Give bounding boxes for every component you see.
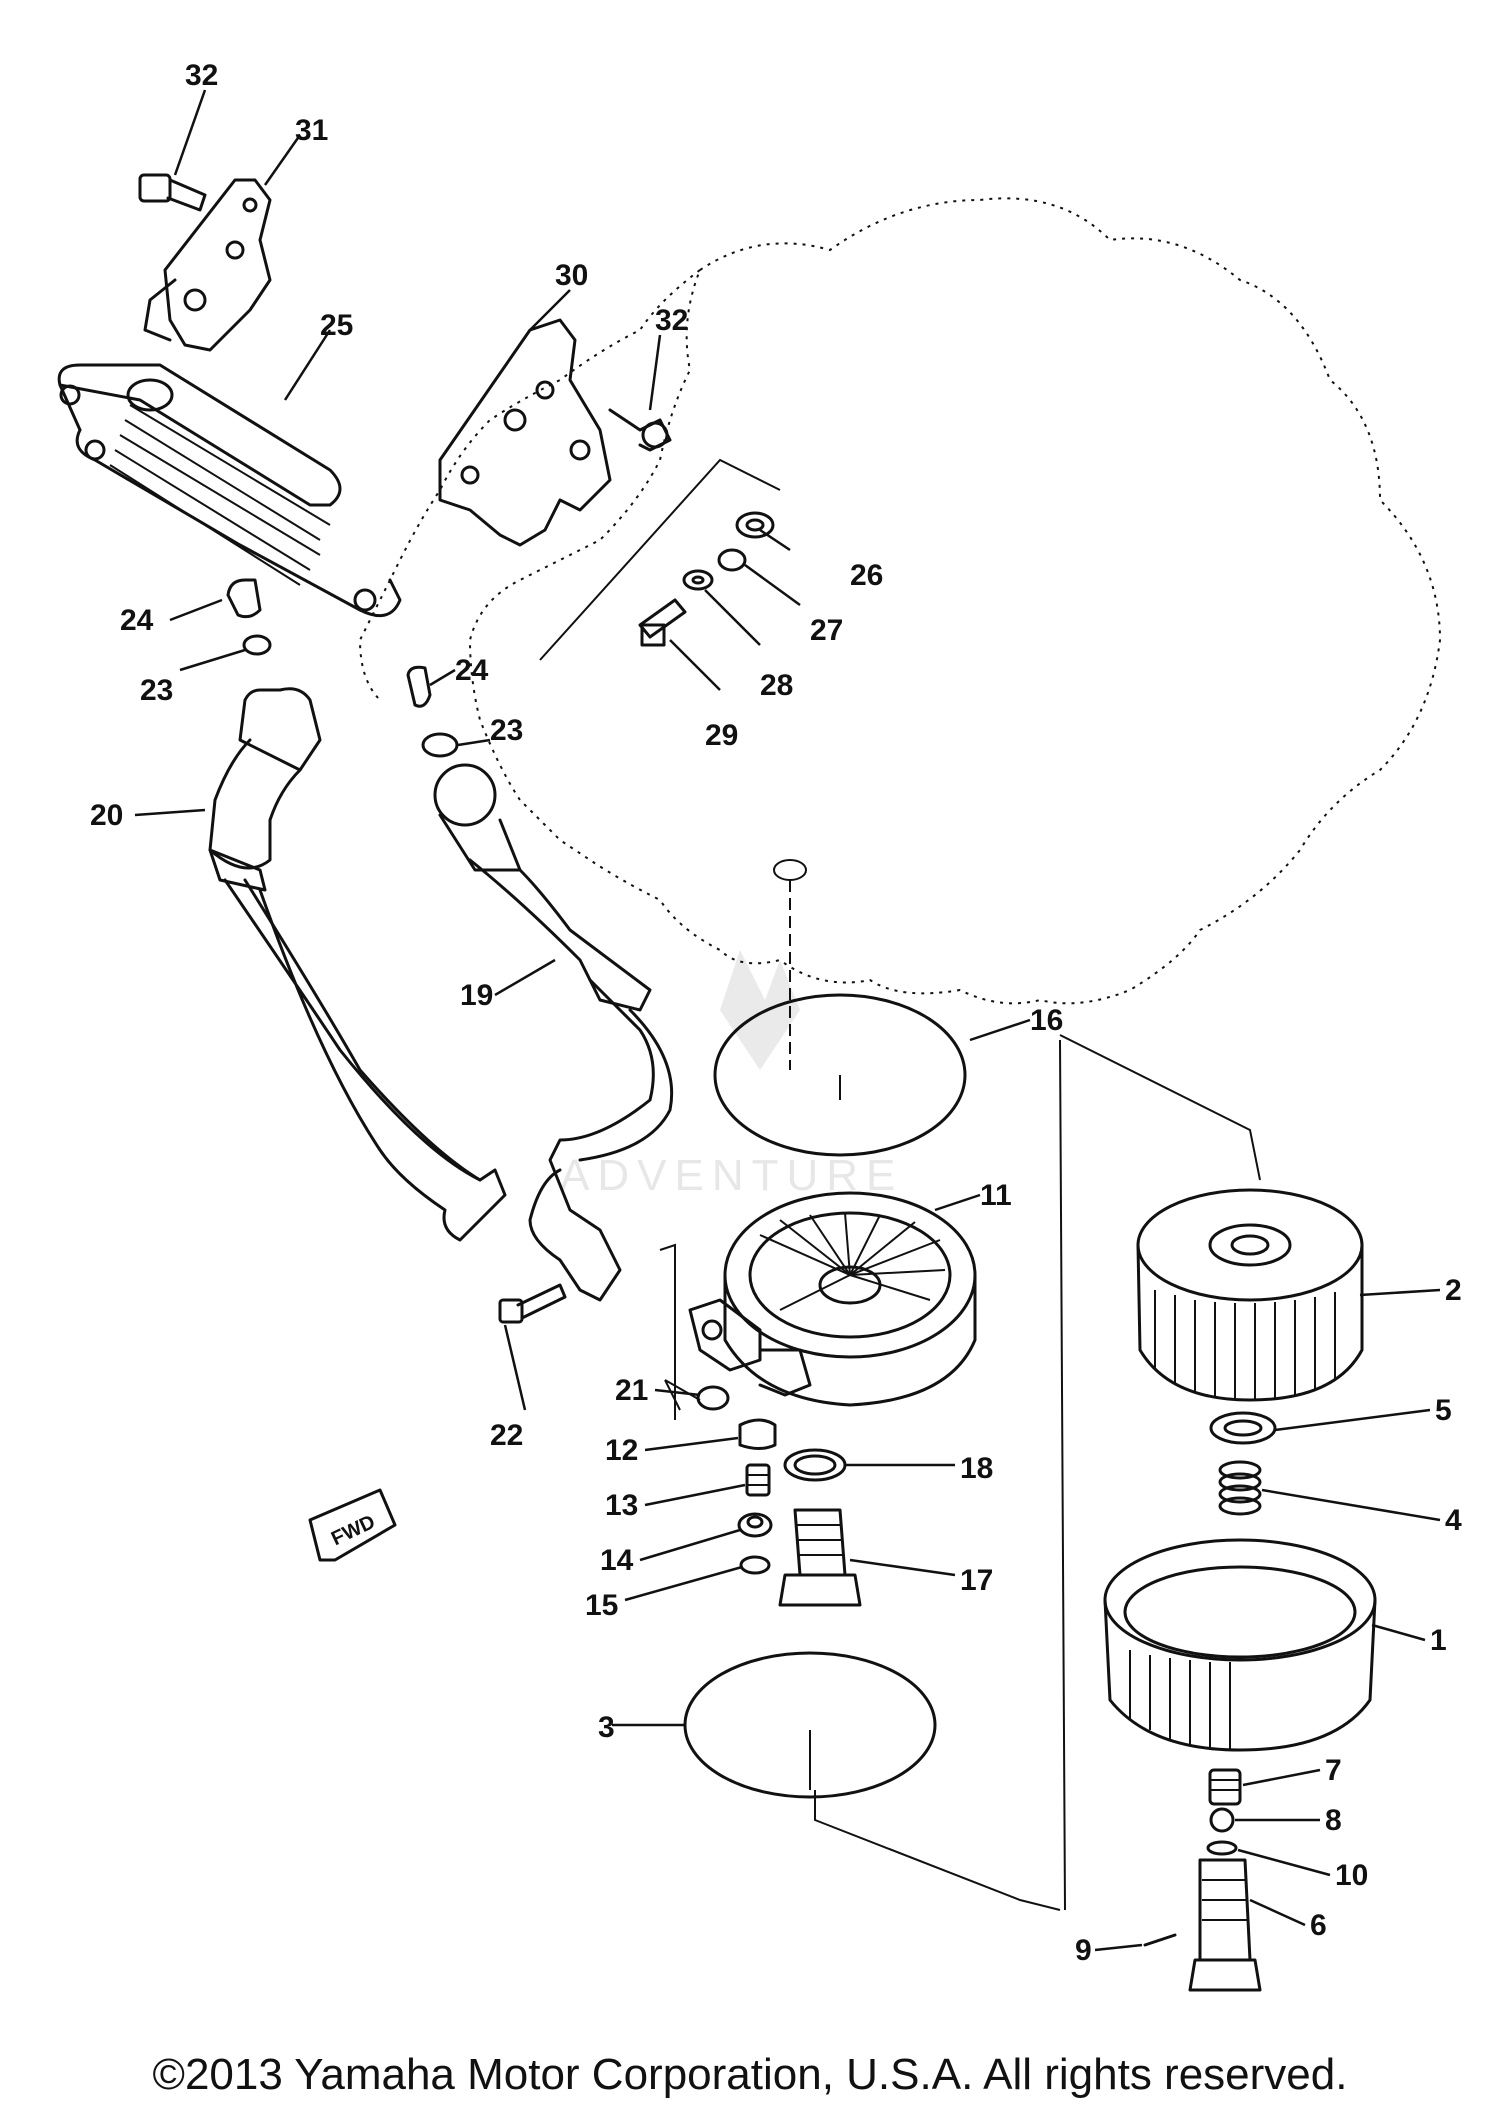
bolt-17 xyxy=(778,1508,862,1607)
collar-27 xyxy=(717,548,747,572)
engine-outline-left xyxy=(358,269,701,701)
callout-labels: 32 31 30 32 25 26 27 28 29 24 23 24 23 2… xyxy=(90,59,1462,1967)
gasket-18 xyxy=(783,1448,847,1482)
bracket-31 xyxy=(143,178,272,352)
washer-5 xyxy=(1209,1411,1277,1445)
frame-line-21 xyxy=(664,1379,701,1411)
washer-28 xyxy=(682,569,714,591)
callout-14: 14 xyxy=(600,1544,634,1577)
union-bolt-24-right xyxy=(406,665,432,708)
callout-21: 21 xyxy=(615,1374,648,1407)
frame-line-d xyxy=(659,1243,676,1420)
union-bolt-24-left xyxy=(226,578,262,619)
callout-10: 10 xyxy=(1335,1859,1368,1892)
bolt-29 xyxy=(638,598,687,647)
frame-line-a xyxy=(1059,1039,1066,1911)
engine-outline xyxy=(468,197,1442,1005)
callout-25: 25 xyxy=(320,309,353,342)
callout-30: 30 xyxy=(555,259,588,292)
callout-32-right: 32 xyxy=(655,304,688,337)
clip-15 xyxy=(739,1555,771,1575)
callout-5: 5 xyxy=(1435,1394,1452,1427)
callout-19: 19 xyxy=(460,979,493,1012)
callout-13: 13 xyxy=(605,1489,638,1522)
callout-22: 22 xyxy=(490,1419,523,1452)
valve-14 xyxy=(737,1512,773,1538)
fwd-label: FWD xyxy=(328,1511,379,1550)
o-ring-23-right xyxy=(421,732,459,758)
callout-28: 28 xyxy=(760,669,793,702)
oil-hose-20 xyxy=(208,687,507,1242)
callout-15: 15 xyxy=(585,1589,618,1622)
callout-23-left: 23 xyxy=(140,674,173,707)
o-ring-23-left xyxy=(242,634,272,656)
callout-11: 11 xyxy=(980,1179,1012,1212)
bracket-frame-line xyxy=(539,458,781,661)
oil-hose-19 xyxy=(433,763,674,1302)
callout-32-top: 32 xyxy=(185,59,218,92)
o-ring-10 xyxy=(1206,1840,1238,1856)
callout-23-right: 23 xyxy=(490,714,523,747)
frame-line-c xyxy=(814,1790,1061,1911)
copyright-notice: ©2013 Yamaha Motor Corporation, U.S.A. A… xyxy=(152,2050,1348,2099)
ball-8 xyxy=(1209,1807,1235,1833)
pin-9 xyxy=(1143,1933,1177,1947)
o-ring-16 xyxy=(713,993,967,1157)
callout-18: 18 xyxy=(960,1452,993,1485)
bracket-30 xyxy=(438,318,612,547)
spring-13 xyxy=(745,1463,771,1497)
spring-4 xyxy=(1218,1460,1262,1516)
callout-27: 27 xyxy=(810,614,843,647)
callout-4: 4 xyxy=(1445,1504,1462,1537)
spring-7 xyxy=(1208,1768,1242,1806)
oil-filter-element-2 xyxy=(1136,1188,1364,1402)
frame-line-b xyxy=(1059,1034,1261,1181)
reference-mark xyxy=(773,859,807,881)
watermark: ADVENTURE xyxy=(560,950,895,1200)
callout-1: 1 xyxy=(1430,1624,1447,1657)
callout-24-right: 24 xyxy=(455,654,489,687)
callout-26: 26 xyxy=(850,559,883,592)
relief-valve-6 xyxy=(1188,1858,1262,1992)
fwd-arrow: FWD xyxy=(308,1488,397,1562)
cap-12 xyxy=(738,1418,777,1450)
callout-7: 7 xyxy=(1325,1754,1342,1787)
callout-12: 12 xyxy=(605,1434,638,1467)
callout-16: 16 xyxy=(1030,1004,1063,1037)
filter-housing-11 xyxy=(688,1191,977,1407)
callout-24-left: 24 xyxy=(120,604,154,637)
callout-31: 31 xyxy=(295,114,328,147)
callout-9: 9 xyxy=(1075,1934,1092,1967)
bolt-22 xyxy=(498,1283,567,1324)
callout-3: 3 xyxy=(598,1711,615,1744)
callout-8: 8 xyxy=(1325,1804,1342,1837)
o-ring-21 xyxy=(696,1385,730,1411)
callout-29: 29 xyxy=(705,719,738,752)
callout-20: 20 xyxy=(90,799,123,832)
washer-26 xyxy=(735,511,775,539)
bolt-32-top xyxy=(138,173,207,212)
bolt-32-right xyxy=(608,408,672,452)
oil-cooler-25 xyxy=(57,363,402,618)
callout-17: 17 xyxy=(960,1564,993,1597)
callout-6: 6 xyxy=(1310,1909,1327,1942)
leader-lines xyxy=(134,89,1441,1952)
filter-cover-1 xyxy=(1103,1538,1377,1752)
callout-2: 2 xyxy=(1445,1274,1462,1307)
